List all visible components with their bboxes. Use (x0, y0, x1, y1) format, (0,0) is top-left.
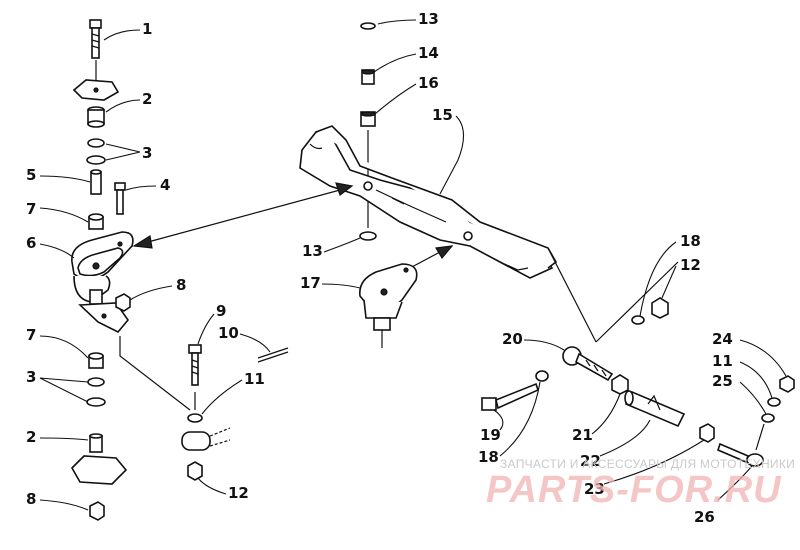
callout-12-right: 12 (680, 256, 701, 274)
callout-22: 22 (580, 452, 601, 470)
bracket-part-2-lower (71, 455, 128, 485)
callout-3-lower: 3 (26, 368, 36, 386)
callout-13-top: 13 (418, 10, 439, 28)
arrow-double (132, 182, 354, 249)
swivel-part (181, 427, 231, 451)
nut-part-12-right (651, 297, 669, 319)
callout-18-bottom: 18 (478, 448, 499, 466)
callout-25: 25 (712, 372, 733, 390)
washer-part-3d (86, 397, 106, 407)
tie-rod-end-part-26 (717, 423, 765, 467)
spacer-part-14 (361, 69, 375, 85)
bolt-part-9 (188, 344, 202, 386)
nut-part-23 (699, 423, 715, 443)
tube-part-22 (624, 390, 686, 428)
callout-6: 6 (26, 234, 36, 252)
washer-part-3b (86, 155, 106, 165)
callout-21: 21 (572, 426, 593, 444)
washer-part-3a (87, 138, 105, 148)
sleeve-part-5 (90, 169, 102, 195)
callout-13-bottom: 13 (302, 242, 323, 260)
rod-part-10 (257, 347, 289, 363)
callout-26: 26 (694, 508, 715, 526)
bolt-part-4 (114, 182, 126, 215)
callout-11-left: 11 (244, 370, 265, 388)
callout-11-right: 11 (712, 352, 733, 370)
callout-17: 17 (300, 274, 321, 292)
callout-2-upper: 2 (142, 90, 152, 108)
callout-14: 14 (418, 44, 439, 62)
callout-4: 4 (160, 176, 170, 194)
callout-5: 5 (26, 166, 36, 184)
callout-3-upper: 3 (142, 144, 152, 162)
washer-part-13-top (360, 22, 376, 30)
right-linkage (481, 251, 795, 467)
nut-part-8-lower (89, 501, 105, 521)
nut-part-8-upper (115, 293, 131, 312)
leader-lines (39, 19, 787, 511)
bracket-part-17 (359, 263, 418, 348)
washer-part-11 (187, 413, 203, 423)
crossbar-part-15 (299, 125, 558, 279)
callout-7-upper: 7 (26, 200, 36, 218)
callout-15: 15 (432, 106, 453, 124)
bolt-part-19 (481, 382, 539, 411)
callout-19: 19 (480, 426, 501, 444)
bracket-part-2-upper (72, 79, 120, 101)
spacer-part-16 (360, 111, 376, 127)
washer-part-25 (761, 413, 775, 423)
callout-8-lower: 8 (26, 490, 36, 508)
callout-labels: 1 2 3 4 5 7 6 8 7 3 2 8 9 10 11 12 13 14… (26, 10, 733, 526)
upper-stack (359, 22, 377, 241)
nut-part-21 (611, 374, 629, 395)
washer-part-3c (87, 377, 105, 387)
watermark: ЗАПЧАСТИ И АКСЕССУАРЫ ДЛЯ МОТОТЕХНИКИ PA… (486, 457, 795, 511)
bracket-part-6 (71, 231, 134, 333)
washer-part-18-top (631, 315, 645, 325)
callout-16: 16 (418, 74, 439, 92)
callout-10: 10 (218, 324, 239, 342)
callout-9: 9 (216, 302, 226, 320)
callout-12-left: 12 (228, 484, 249, 502)
callout-1: 1 (142, 20, 152, 38)
washer-part-18-bottom (535, 370, 549, 382)
arrow-single (409, 245, 454, 269)
callout-7-lower: 7 (26, 326, 36, 344)
left-assembly (71, 19, 191, 521)
watermark-caption: ЗАПЧАСТИ И АКСЕССУАРЫ ДЛЯ МОТОТЕХНИКИ (500, 457, 795, 471)
nut-part-12-left (187, 461, 203, 481)
spacer-part-2-lower (89, 433, 103, 453)
callout-20: 20 (502, 330, 523, 348)
bolt-part-1 (89, 19, 102, 59)
callout-23: 23 (584, 480, 605, 498)
nut-part-24 (779, 375, 795, 393)
washer-part-11-right (767, 397, 781, 407)
bushing-part-7-upper (88, 213, 104, 230)
watermark-logo: PARTS-FOR.RU (486, 469, 782, 511)
callout-24: 24 (712, 330, 733, 348)
bushing-part-7-lower (88, 352, 104, 369)
callout-2-lower: 2 (26, 428, 36, 446)
callout-8-upper: 8 (176, 276, 186, 294)
bolt-assembly (181, 344, 289, 481)
callout-18-top: 18 (680, 232, 701, 250)
spacer-part-2 (87, 106, 105, 128)
ball-joint-part-20 (562, 346, 614, 382)
washer-part-13-bottom (359, 231, 377, 241)
